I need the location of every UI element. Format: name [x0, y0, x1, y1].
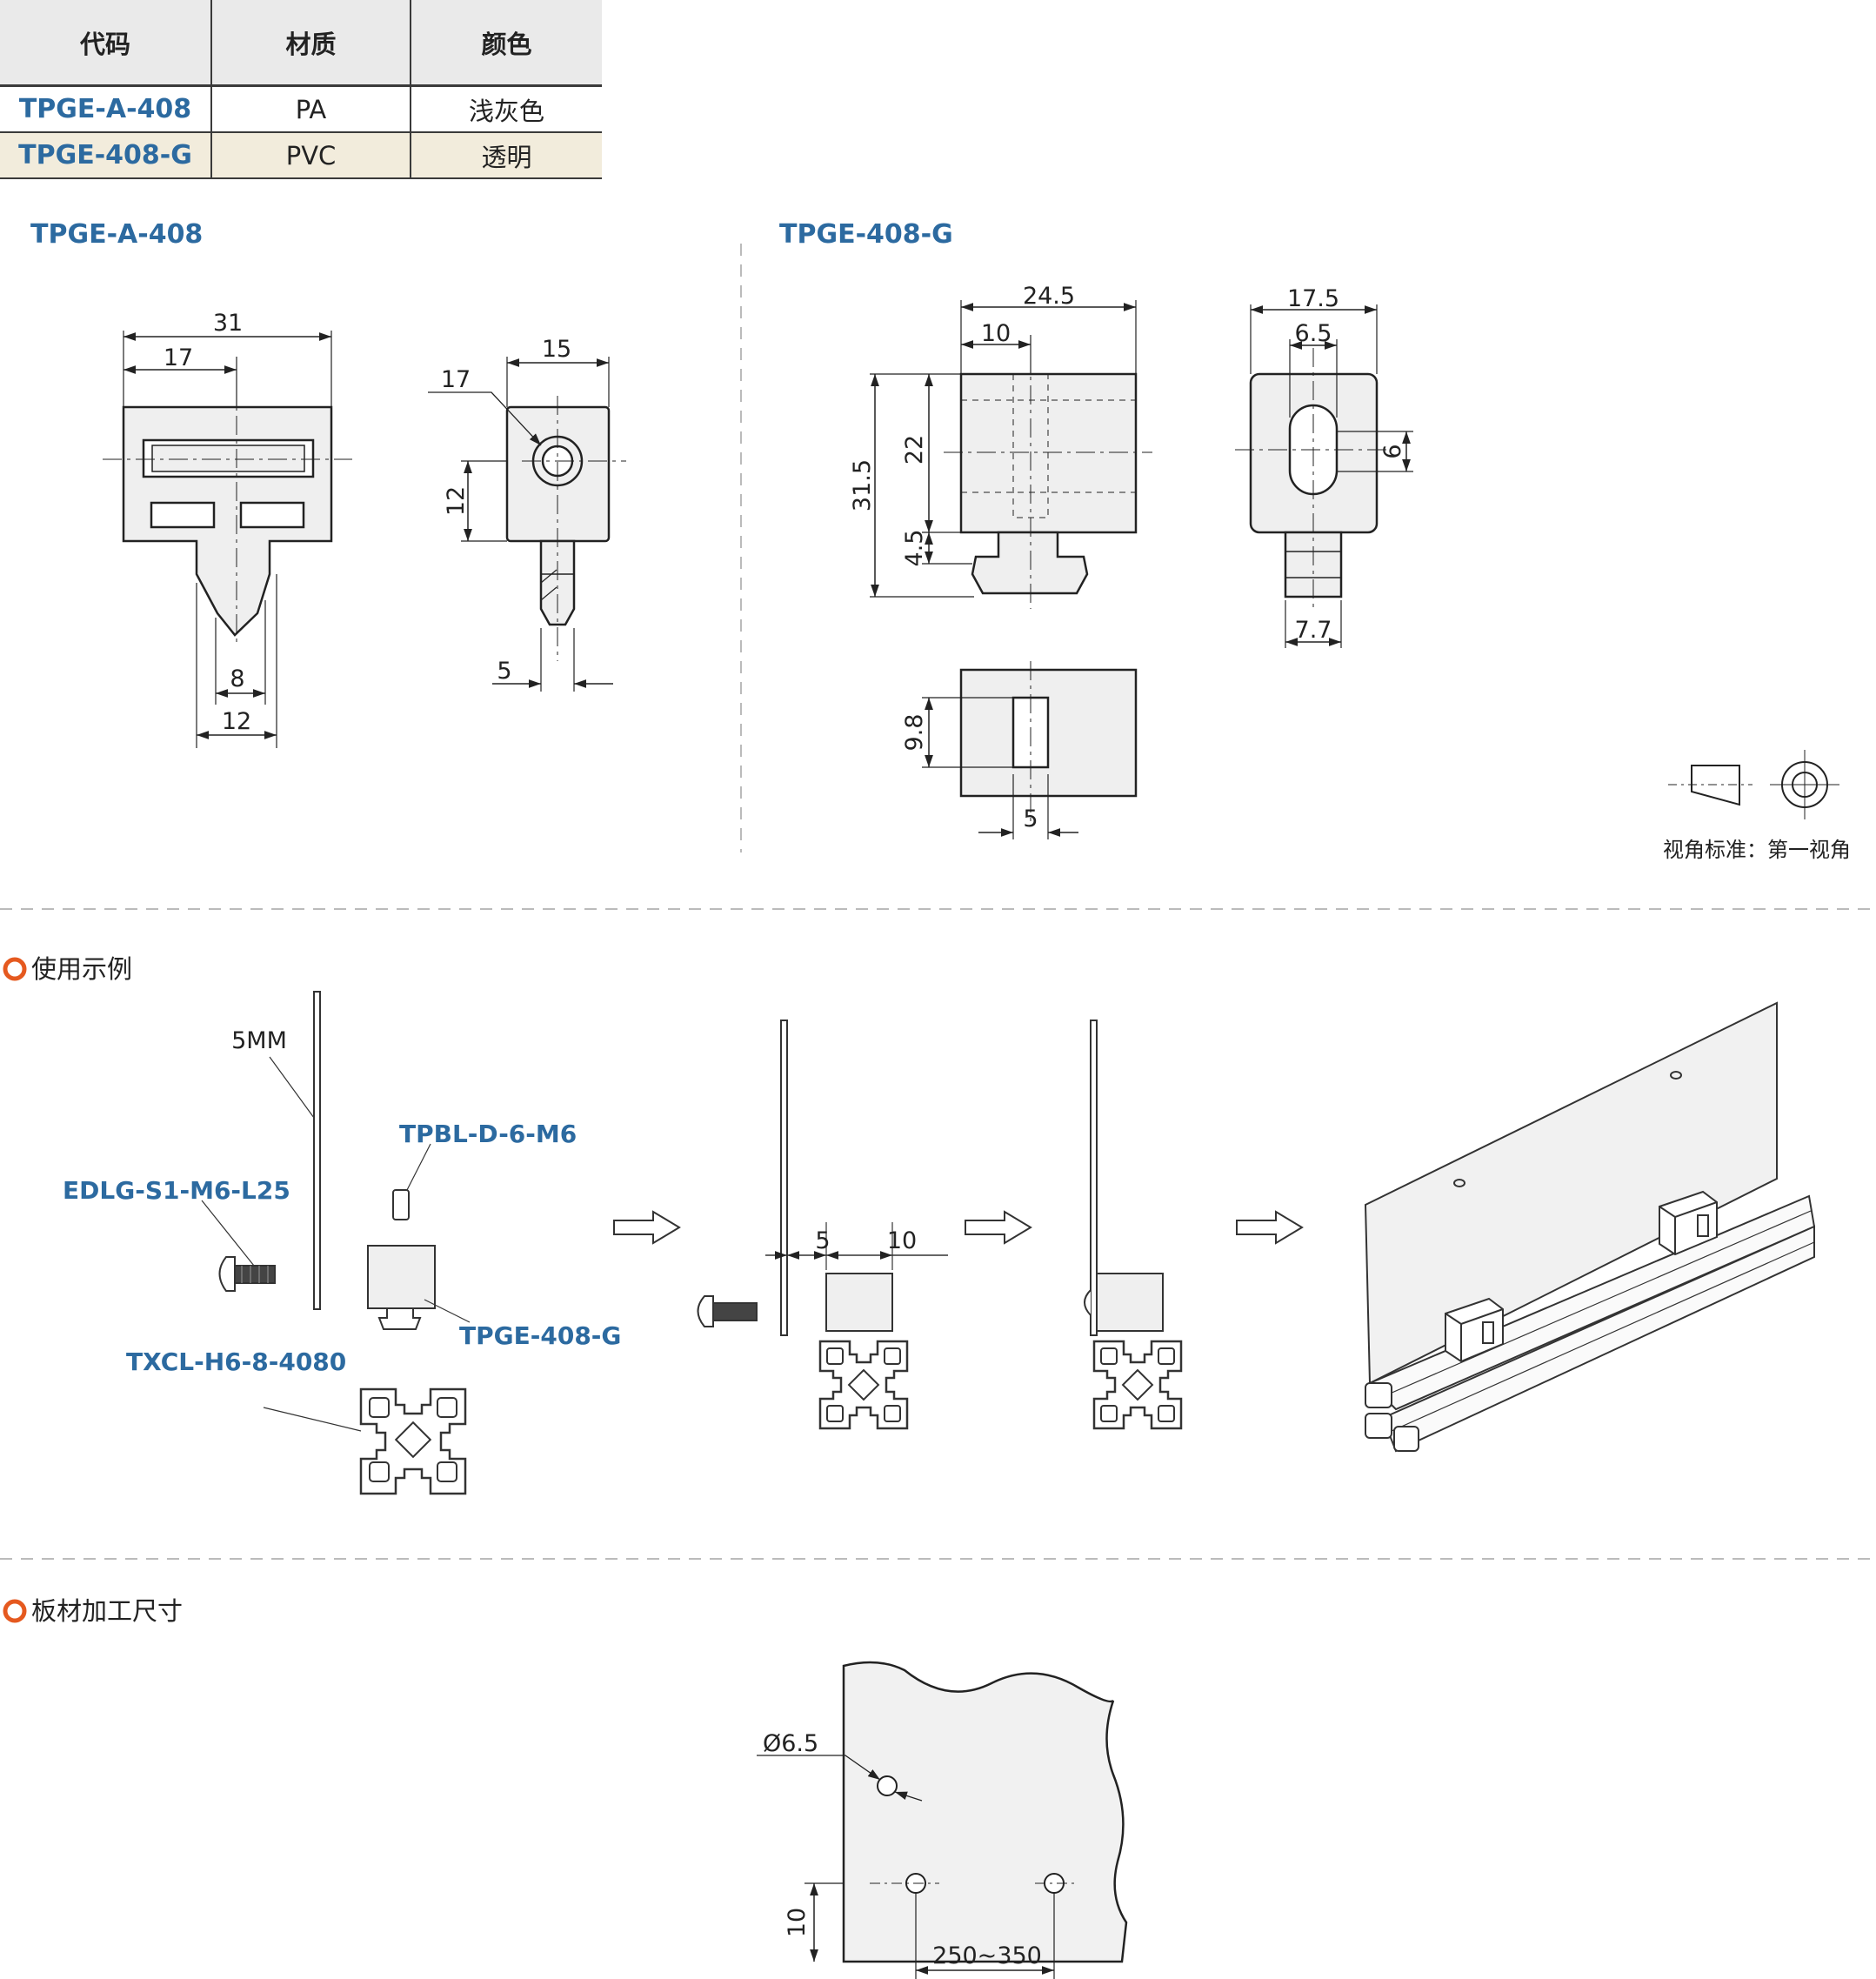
nut-icon	[392, 1189, 410, 1220]
block-icon	[825, 1273, 893, 1332]
dim-label: 5	[1023, 806, 1038, 832]
dim-label: 6.5	[1295, 320, 1332, 347]
dim-label: 5	[815, 1227, 830, 1254]
label-profile: TXCL-H6-8-4080	[126, 1347, 346, 1376]
label-panel: 5MM	[231, 1027, 287, 1054]
panel-plate	[780, 1020, 788, 1336]
dim-label: 31.5	[849, 459, 876, 511]
step-arrow-icon	[1236, 1210, 1304, 1245]
profile-4080-icon	[1092, 1340, 1183, 1430]
view-standard-label: 视角标准：第一视角	[1663, 838, 1851, 862]
bolt-icon	[218, 1256, 276, 1292]
dim-label: 12	[222, 708, 251, 735]
cell-material: PVC	[211, 132, 411, 179]
section-marker-icon	[3, 1599, 27, 1623]
block-icon	[1096, 1273, 1164, 1332]
dim-label: 8	[230, 665, 244, 692]
label-bolt: EDLG-S1-M6-L25	[63, 1176, 290, 1205]
dim-label: 22	[901, 435, 928, 465]
step-arrow-icon	[613, 1210, 681, 1245]
section-marker-icon	[3, 957, 27, 981]
dim-label: 9.8	[901, 714, 928, 752]
cell-color: 透明	[411, 132, 602, 179]
bolt-icon	[697, 1295, 758, 1327]
step-arrow-icon	[965, 1210, 1032, 1245]
table-header-row: 代码 材质 颜色	[0, 0, 602, 87]
dim-label: 31	[213, 310, 243, 337]
dim-label: 4.5	[901, 530, 928, 567]
table-row: TPGE-408-G PVC 透明	[0, 132, 602, 179]
g408-front-view	[959, 372, 1138, 595]
dim-label: 17	[164, 344, 193, 371]
hole-icon	[877, 1775, 898, 1796]
assembled-iso-view	[1364, 1001, 1816, 1453]
header-color: 颜色	[411, 0, 602, 87]
g408-bottom-view	[959, 668, 1138, 798]
dim-label: 15	[542, 336, 571, 363]
dim-label: 10	[887, 1227, 917, 1254]
dim-label: 6	[1379, 444, 1406, 458]
profile-4080-icon	[359, 1387, 467, 1495]
dim-label: 5	[497, 658, 511, 685]
first-angle-projection-symbol	[1668, 750, 1839, 819]
header-code: 代码	[0, 0, 212, 87]
cell-color: 浅灰色	[411, 85, 602, 133]
dim-label: 17	[441, 366, 471, 393]
spec-table: 代码 材质 颜色 TPGE-A-408 PA 浅灰色 TPGE-408-G PV…	[0, 0, 602, 179]
block-icon	[367, 1245, 436, 1330]
dim-label: 10	[981, 320, 1011, 347]
header-material: 材质	[211, 0, 411, 87]
profile-4080-icon	[818, 1340, 909, 1430]
section-title-usage: 使用示例	[31, 954, 132, 984]
a408-front-view	[122, 405, 333, 637]
title-a408: TPGE-A-408	[30, 219, 203, 250]
section-title-plate: 板材加工尺寸	[31, 1596, 183, 1626]
dim-label: 12	[443, 486, 470, 516]
label-block: TPGE-408-G	[459, 1321, 621, 1350]
label-nut: TPBL-D-6-M6	[399, 1120, 577, 1148]
dim-label: 250~350	[932, 1942, 1042, 1969]
dim-label: 7.7	[1295, 617, 1332, 644]
cell-code: TPGE-408-G	[0, 132, 212, 179]
dim-label: 17.5	[1287, 285, 1339, 312]
cell-code: TPGE-A-408	[0, 85, 212, 133]
dim-label: 24.5	[1023, 283, 1075, 310]
title-g408: TPGE-408-G	[779, 219, 953, 250]
dim-label: 10	[784, 1908, 811, 1937]
panel-plate	[313, 991, 321, 1310]
plate-outline	[842, 1661, 1128, 1963]
dim-label: Ø6.5	[763, 1730, 818, 1757]
cell-material: PA	[211, 85, 411, 133]
table-row: TPGE-A-408 PA 浅灰色	[0, 85, 602, 133]
panel-plate	[1090, 1020, 1098, 1336]
